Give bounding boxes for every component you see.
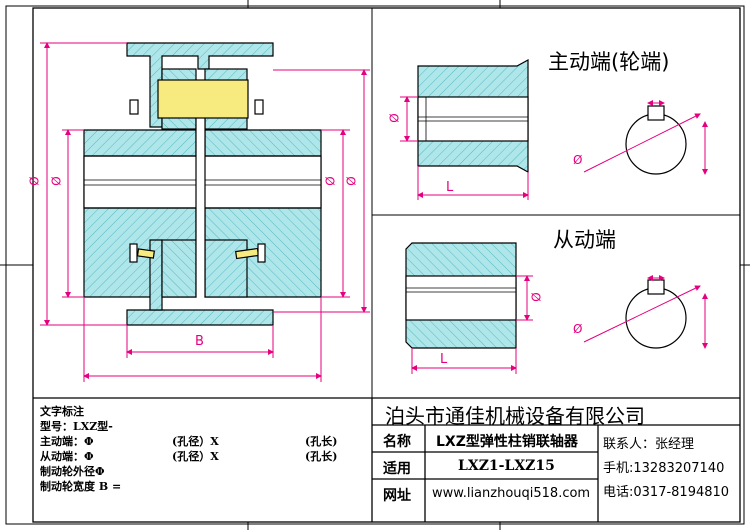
dim-b-label: B [195,334,204,349]
dim-phi-flange: Ø [344,176,359,186]
notes-driven-bore-diameter: (孔径）X [172,450,219,463]
driving-end-bore-circle [625,113,687,175]
dim-phi-driven-circle: Ø [573,322,583,336]
driving-end-dimensions [400,96,708,200]
website-label: 网址 [383,488,411,504]
name-label: 名称 [383,434,411,450]
name-value: LXZ型弹性柱销联轴器 [436,434,578,450]
driving-end-view [417,58,687,175]
dim-phi-outer: Ø [27,176,42,186]
notes-driving-end: 主动端：Φ [40,435,94,448]
applicable-value: LXZ1-LXZ15 [458,458,555,474]
phone-number: 电话:0317-8194810 [603,485,730,500]
dim-phi-driving-bore: Ø [387,113,402,123]
notes-driving-bore-length: (孔长) [305,435,338,448]
bottom-flange [126,309,274,326]
assembly-section-view [83,42,322,326]
dim-l-driving: L [446,180,454,195]
driving-end-label: 主动端(轮端) [548,50,670,74]
dim-phi-driving-circle: Ø [573,153,583,167]
notes-model: 型号：LXZ型- [40,420,113,433]
title-block-grid [33,397,740,522]
elastic-pin [157,79,249,119]
dim-phi-hub-right: Ø [323,176,338,186]
mobile-number: 手机:13283207140 [603,461,725,476]
dim-phi-hub-left: Ø [49,176,64,186]
dim-l-driven: L [440,352,448,367]
company-name: 泊头市通佳机械设备有限公司 [385,404,645,428]
notes-driven-bore-length: (孔长) [305,450,338,463]
dim-phi-driven-bore: Ø [529,292,544,302]
notes-heading: 文字标注 [40,405,84,418]
top-flange [126,42,274,128]
notes-driven-end: 从动端：Φ [40,450,94,463]
main-dimension-lines [40,42,370,382]
website-value[interactable]: www.lianzhouqi518.com [432,486,591,501]
applicable-label: 适用 [383,461,411,477]
notes-driving-bore-diameter: (孔径）X [172,435,219,448]
driven-end-view [405,242,687,349]
contact-person: 联系人：张经理 [603,437,695,452]
driven-end-dimensions [411,275,708,374]
notes-brake-wheel-diameter: 制动轮外径Φ [40,465,105,478]
driven-end-label: 从动端 [553,228,616,252]
bottom-pins [129,243,266,263]
notes-brake-wheel-width: 制动轮宽度 B = [40,480,122,493]
top-bolts [129,99,264,115]
